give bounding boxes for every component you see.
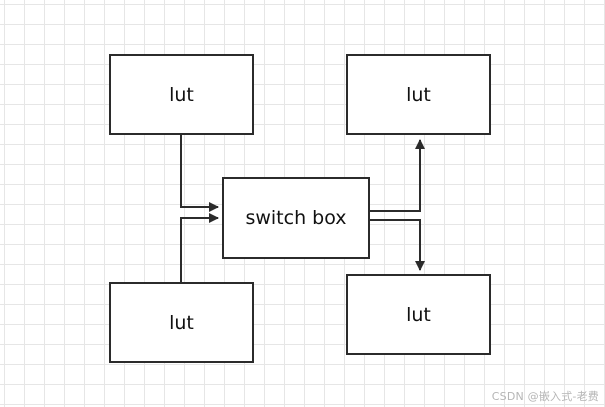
watermark: CSDN @嵌入式-老费 <box>491 390 599 403</box>
lut-bottom-right: lut <box>346 274 491 355</box>
edge-switch-box-to-lut-top-right <box>370 139 425 212</box>
lut-top-left: lut <box>109 54 254 135</box>
lut-bottom-left: lut <box>109 282 254 363</box>
lut-bottom-left-label: lut <box>169 311 194 334</box>
lut-top-right-label: lut <box>406 83 431 106</box>
lut-top-right: lut <box>346 54 491 135</box>
lut-top-left-label: lut <box>169 83 194 106</box>
edge-switch-box-to-lut-bottom-right <box>370 219 425 271</box>
edge-lut-top-left-to-switch-box <box>180 134 219 212</box>
lut-bottom-right-label: lut <box>406 303 431 326</box>
switch-box: switch box <box>222 177 370 259</box>
edge-lut-bottom-left-to-switch-box <box>180 213 219 282</box>
switch-box-label: switch box <box>245 207 347 229</box>
